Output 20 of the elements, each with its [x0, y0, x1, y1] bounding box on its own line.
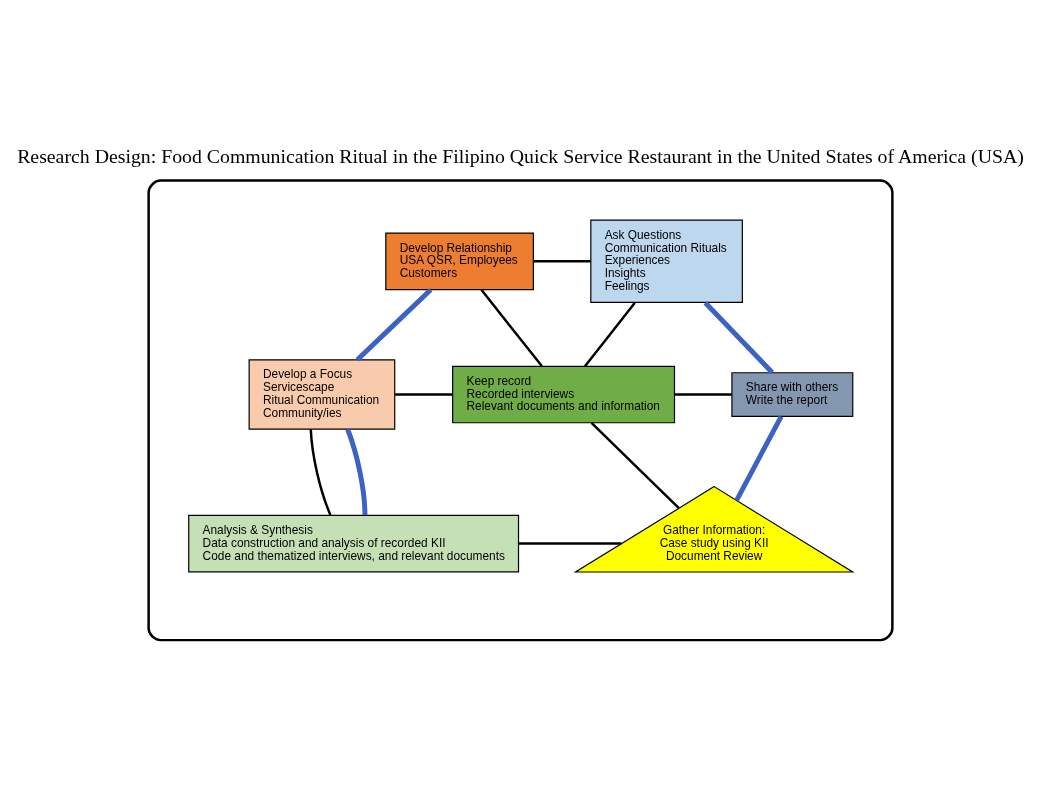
- connector: [355, 288, 433, 362]
- connector: [480, 289, 543, 367]
- connector: [674, 393, 732, 396]
- diagram-title: Research Design: Food Communication Ritual in the Filipino Quick Service Restaurant in the United States of America (USA): [17, 144, 1024, 167]
- node-box: Share with others Write the report: [731, 372, 854, 417]
- connector: [309, 429, 332, 516]
- connector: [395, 393, 453, 396]
- connector: [590, 421, 680, 509]
- node-box: Ask Questions Communication Rituals Experiences Insights Feelings: [590, 219, 743, 303]
- connector: [584, 301, 636, 368]
- connector: [345, 428, 368, 515]
- connector: [518, 542, 622, 545]
- node-box: Analysis & Synthesis Data construction and analysis of recorded KII Code and thematized interviews, and relevant documents: [188, 514, 520, 573]
- node-box: Develop Relationship USA QSR, Employees Customers: [385, 232, 534, 291]
- connector: [703, 301, 774, 375]
- connector: [734, 415, 784, 502]
- connector: [533, 260, 591, 263]
- node-box: Develop a Focus Servicescape Ritual Communication Community/ies: [248, 359, 396, 430]
- cluster: [147, 179, 894, 642]
- node-box: Keep record Recorded interviews Relevant documents and information: [452, 365, 676, 424]
